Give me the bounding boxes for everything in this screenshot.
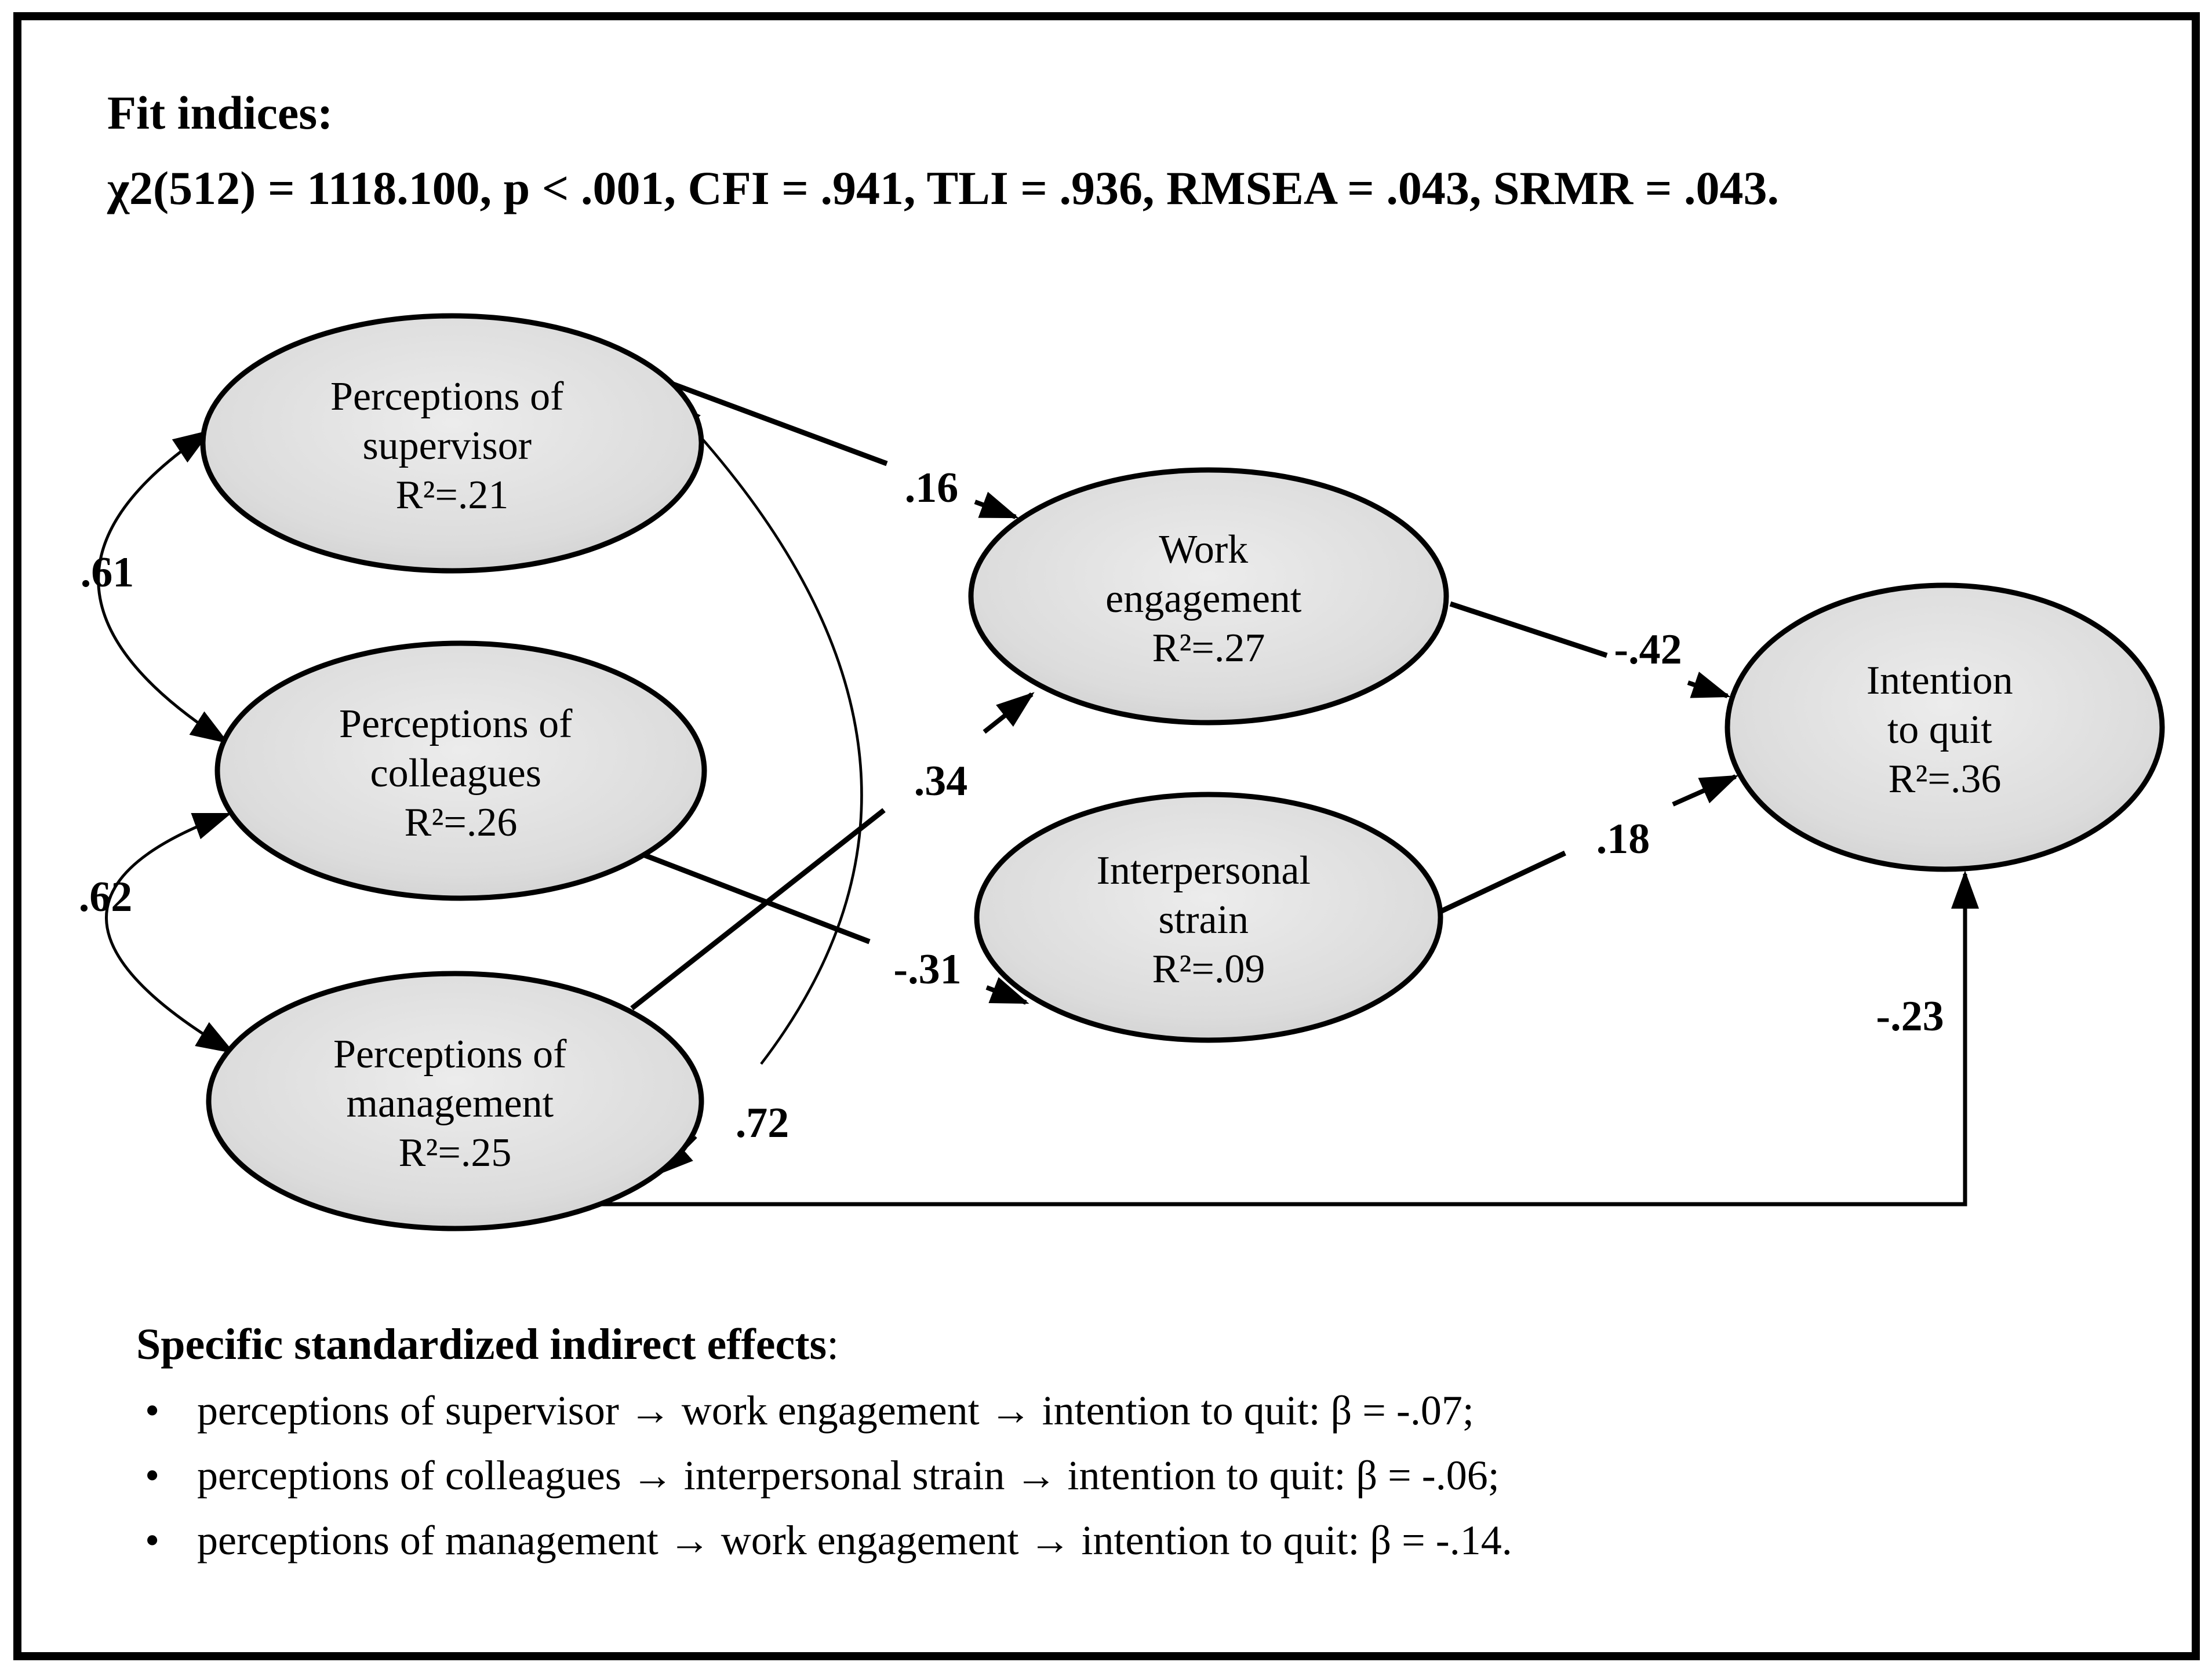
coefficient-supervisor-colleagues: .61 — [81, 549, 134, 596]
node-perceptions-of-colleagues: Perceptions of colleagues R²=.26 — [214, 640, 707, 901]
bullet-marker: • — [145, 1387, 159, 1434]
path-supervisor-to-work-engagement-shaft — [660, 377, 888, 466]
perceptions-of-management-ellipse — [206, 971, 704, 1231]
interpersonal-strain-label: Interpersonal strain R²=.09 — [1097, 848, 1321, 992]
node-interpersonal-strain: Interpersonal strain R²=.09 — [974, 792, 1443, 1043]
intention-to-quit-ellipse — [1725, 582, 2165, 872]
indirect-effects-title: Specific standardized indirect effects: — [136, 1320, 839, 1369]
correlation-supervisor-management-arc-upper — [664, 397, 863, 1065]
bullet-marker: • — [145, 1452, 159, 1499]
indirect-effect-item-management: perceptions of management → work engagem… — [197, 1517, 1512, 1563]
bullet-marker: • — [145, 1517, 159, 1563]
coefficient-colleagues-interpersonal-strain: -.31 — [893, 946, 961, 993]
perceptions-of-management-label: Perceptions of management R²=.25 — [333, 1032, 577, 1175]
path-colleagues-to-interpersonal-strain-head — [985, 977, 1029, 1005]
node-work-engagement: Work engagement R²=.27 — [968, 467, 1449, 726]
coefficient-colleagues-management: .62 — [79, 873, 133, 921]
coefficient-supervisor-management: .72 — [736, 1099, 790, 1147]
perceptions-of-colleagues-label: Perceptions of colleagues R²=.26 — [339, 702, 583, 845]
coefficient-management-work-engagement: .34 — [914, 757, 968, 805]
path-supervisor-to-work-engagement-head — [974, 491, 1019, 519]
indirect-effect-item-colleagues: perceptions of colleagues → interpersona… — [197, 1452, 1500, 1499]
path-management-to-work-engagement-head — [983, 692, 1035, 734]
path-interpersonal-strain-to-intention-shaft — [1440, 850, 1566, 914]
fit-indices-values: χ2(512) = 1118.100, p < .001, CFI = .941… — [107, 162, 1779, 214]
path-management-to-work-engagement-shaft — [630, 808, 886, 1011]
correlation-colleagues-management-arc — [105, 812, 235, 1054]
path-work-engagement-to-intention-head — [1687, 672, 1731, 698]
coefficient-supervisor-work-engagement: .16 — [905, 464, 959, 512]
indirect-effects-list: • perceptions of supervisor → work engag… — [145, 1387, 1512, 1563]
perceptions-of-supervisor-label: Perceptions of supervisor R²=.21 — [330, 374, 574, 517]
path-colleagues-to-interpersonal-strain-shaft — [642, 852, 871, 945]
fit-indices-title: Fit indices: — [107, 86, 333, 139]
coefficient-interpersonal-strain-intention: .18 — [1596, 815, 1650, 863]
perceptions-of-colleagues-ellipse — [214, 640, 707, 901]
path-interpersonal-strain-to-intention-head — [1672, 774, 1739, 807]
node-perceptions-of-management: Perceptions of management R²=.25 — [206, 971, 704, 1231]
node-perceptions-of-supervisor: Perceptions of supervisor R²=.21 — [200, 313, 704, 574]
indirect-effect-item-supervisor: perceptions of supervisor → work engagem… — [197, 1387, 1474, 1434]
intention-to-quit-label: Intention to quit R²=.36 — [1867, 658, 2023, 801]
work-engagement-ellipse — [968, 467, 1449, 726]
work-engagement-label: Work engagement R²=.27 — [1105, 527, 1312, 670]
path-work-engagement-to-intention-shaft — [1449, 601, 1608, 658]
correlation-supervisor-colleagues-arc — [97, 429, 230, 744]
node-intention-to-quit: Intention to quit R²=.36 — [1725, 582, 2165, 872]
path-management-to-intention-elbow — [591, 870, 1979, 1207]
perceptions-of-supervisor-ellipse — [200, 313, 704, 574]
coefficient-work-engagement-intention: -.42 — [1614, 626, 1682, 673]
coefficient-management-intention: -.23 — [1876, 993, 1944, 1040]
interpersonal-strain-ellipse — [974, 792, 1443, 1043]
